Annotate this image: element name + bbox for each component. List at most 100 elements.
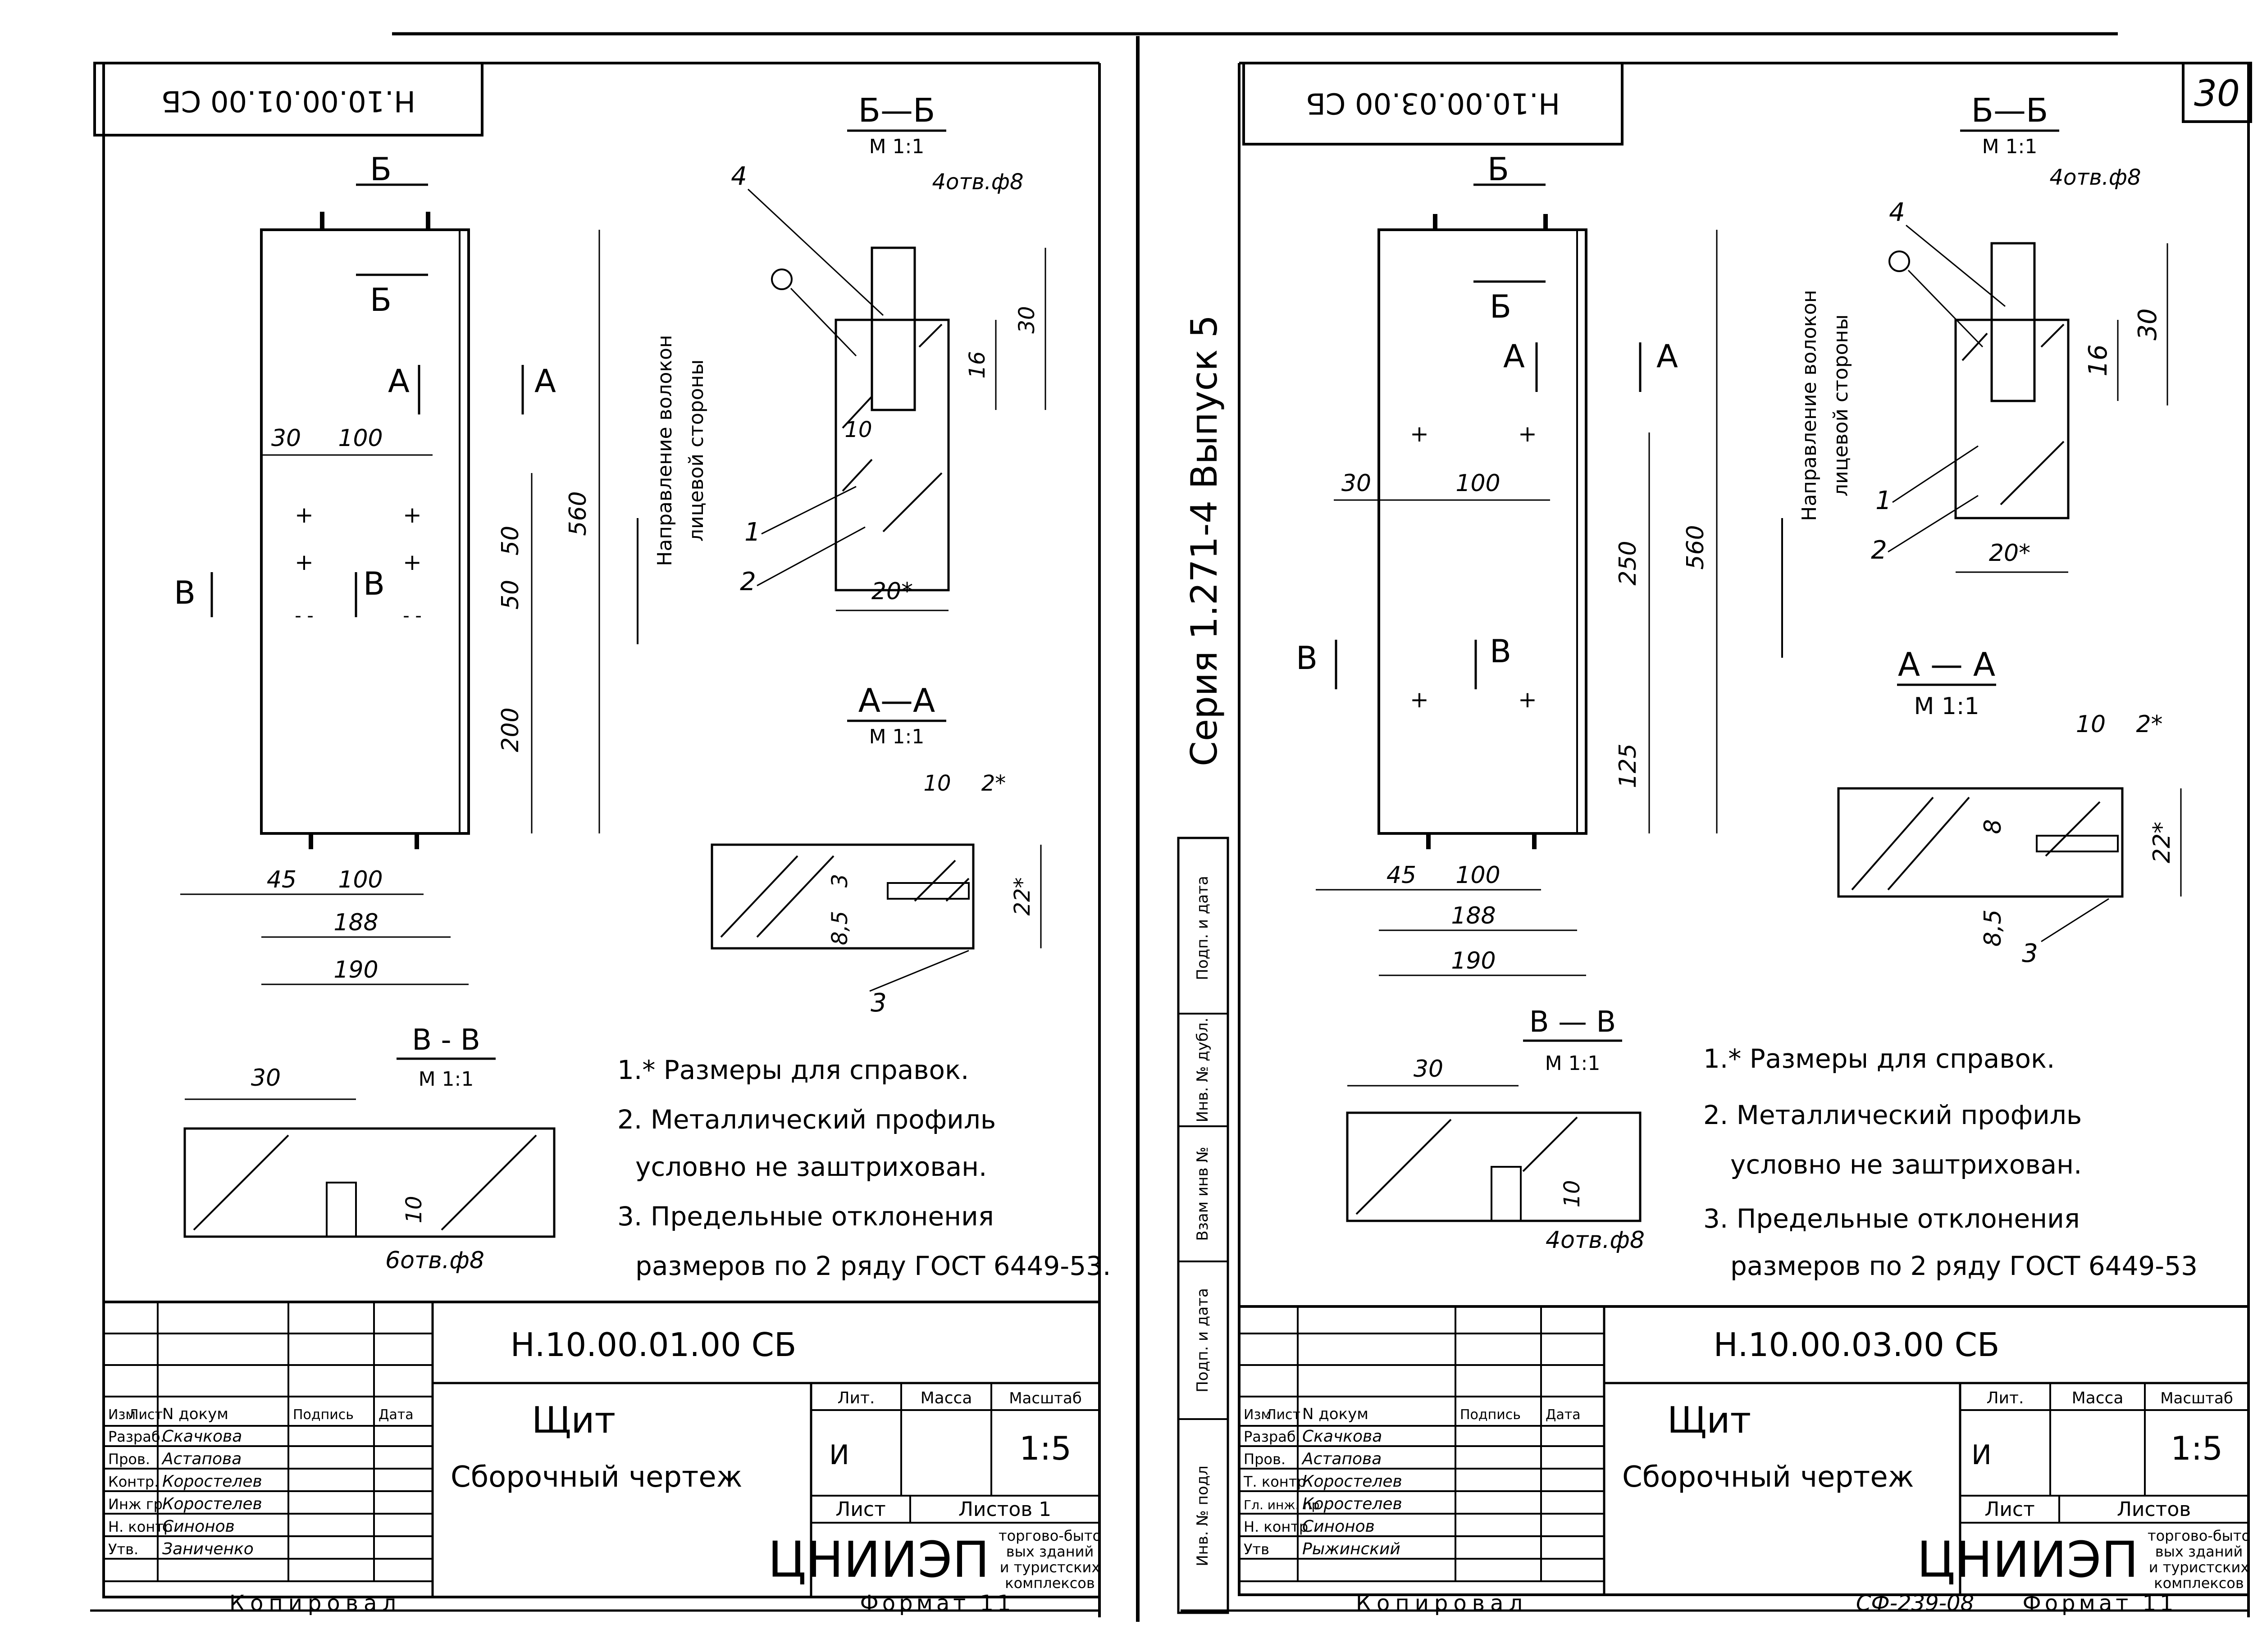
hatch xyxy=(2040,323,2065,348)
note-line: 3. Предельные отклонения xyxy=(617,1201,994,1232)
dim-label: 8,5 xyxy=(827,911,853,945)
tb-role: Н. контр xyxy=(108,1518,173,1535)
hatch xyxy=(756,855,835,938)
tb-header: Лит. xyxy=(1987,1389,2024,1407)
tb-header: Масштаб xyxy=(2160,1389,2233,1407)
note-line: условно не заштрихован. xyxy=(635,1151,987,1182)
series-caption: Серия 1.271-4 Выпуск 5 xyxy=(1183,315,1225,766)
hatch xyxy=(918,323,943,348)
cut-label-v: В xyxy=(174,574,196,611)
tb-col-header: Дата xyxy=(379,1407,414,1423)
dim-label: 100 xyxy=(1455,862,1500,889)
note-line: 2. Металлический профиль xyxy=(617,1104,996,1135)
copied-label: Копировал xyxy=(1356,1591,1528,1616)
note-line: 1.* Размеры для справок. xyxy=(617,1055,969,1085)
tb-sheet: Лист xyxy=(835,1498,886,1521)
dim-label: 8 xyxy=(1979,819,2007,834)
margin-label: Подп. и дата xyxy=(1194,1288,1212,1393)
margin-label: Инв. № подл xyxy=(1194,1465,1212,1566)
hole-mark: + xyxy=(1410,421,1429,447)
dim-label: 30 xyxy=(251,1065,281,1092)
dim-label: 10 xyxy=(1560,1180,1585,1207)
tb-org-line: и туристских xyxy=(2149,1559,2249,1576)
tb-org-line: комплексов xyxy=(1005,1575,1095,1592)
hole-mark: - - xyxy=(295,605,314,626)
dim-label: 100 xyxy=(338,425,383,452)
page-number: 30 xyxy=(2194,73,2240,114)
tb-role: Т. контр xyxy=(1243,1473,1306,1490)
cut-label-b: Б xyxy=(370,282,392,319)
dowel-section xyxy=(1990,242,2036,402)
dim-label: 100 xyxy=(338,866,383,893)
tb-name: Коростелев xyxy=(162,1472,262,1491)
rotated-code: Н.10.00.01.00 СБ xyxy=(161,84,415,117)
tb-name: Рыжинский xyxy=(1302,1540,1400,1558)
leader-line xyxy=(747,188,884,316)
cut-label-a: А xyxy=(534,363,556,400)
fiber-note: Направление волокон xyxy=(1798,290,1821,521)
leader-label: 2 xyxy=(740,567,756,596)
panel-outline xyxy=(1377,228,1587,835)
tb-col-header: Лист xyxy=(128,1407,163,1423)
tb-col-header: Дата xyxy=(1546,1407,1581,1423)
dim-label: 30 xyxy=(2133,308,2162,340)
rotated-code: Н.10.00.03.00 СБ xyxy=(1306,86,1560,119)
dim-label: 45 xyxy=(1386,862,1416,889)
panel-outline xyxy=(260,228,470,835)
stamp-label: СФ-239-08 xyxy=(1856,1591,1974,1616)
hatch xyxy=(1355,1119,1452,1215)
tb-header: Масса xyxy=(2072,1389,2124,1407)
tb-subtitle: Сборочный чертеж xyxy=(451,1461,742,1494)
hole-mark: + xyxy=(403,549,422,575)
tb-name: Коростелев xyxy=(1302,1495,1402,1513)
hatch xyxy=(441,1134,537,1231)
section-body xyxy=(835,319,950,592)
dim-label: 16 xyxy=(2084,344,2113,376)
hole xyxy=(326,1182,357,1238)
hatch xyxy=(2045,801,2101,857)
tb-role: Пров. xyxy=(1244,1451,1286,1468)
lock-symbol xyxy=(771,269,793,290)
tb-org-line: торгово-быто xyxy=(2148,1527,2250,1544)
dim-label: 10 xyxy=(844,417,872,442)
margin-label: Подп. и дата xyxy=(1194,876,1212,980)
dim-label: 22* xyxy=(2148,822,2175,863)
tb-col-header: Изм xyxy=(1244,1407,1271,1423)
tb-role: Утв. xyxy=(108,1541,138,1558)
hole-mark: + xyxy=(295,502,314,528)
tb-name: Заниченко xyxy=(162,1540,254,1558)
cut-label-v: В xyxy=(1296,640,1318,677)
title-block: Изм Лист N докум Подпись Дата Разраб. Пр… xyxy=(1238,1305,2250,1596)
tb-header: Лит. xyxy=(838,1389,875,1407)
hole-callout: 4отв.ф8 xyxy=(1546,1227,1645,1254)
tb-name: Скачкова xyxy=(162,1427,242,1446)
dim-label: 8,5 xyxy=(1979,910,2007,947)
tb-name: Скачкова xyxy=(1302,1427,1382,1446)
tb-header: Масса xyxy=(921,1389,972,1407)
tb-name: Синонов xyxy=(162,1517,235,1536)
groove xyxy=(2036,835,2119,852)
groove xyxy=(887,882,970,900)
cut-label-a: А xyxy=(1656,338,1678,375)
leader-line xyxy=(761,486,857,535)
section-title: В — В xyxy=(1529,1006,1616,1039)
hatch xyxy=(945,878,970,902)
hatch xyxy=(882,472,943,532)
tb-lit-value: И xyxy=(1971,1439,1992,1471)
note-line: условно не заштрихован. xyxy=(1730,1149,2082,1180)
tb-role: Инж гр xyxy=(108,1496,163,1513)
tb-role: Утв xyxy=(1244,1541,1269,1558)
section-title: А—А xyxy=(858,682,935,719)
hole xyxy=(1491,1166,1522,1222)
note-line: размеров по 2 ряду ГОСТ 6449-53. xyxy=(635,1251,1111,1281)
tb-org-short: ЦНИИЭП xyxy=(768,1531,990,1588)
hole-mark: + xyxy=(1518,687,1537,713)
margin-label: Взам инв № xyxy=(1194,1147,1212,1241)
tb-code: Н.10.00.01.00 СБ xyxy=(511,1326,797,1364)
cut-label-b: Б xyxy=(1490,288,1511,325)
tb-col-header: Изм xyxy=(108,1407,136,1423)
leader-line xyxy=(2041,898,2109,942)
dim-label: 45 xyxy=(267,866,296,893)
tb-col-header: N докум xyxy=(162,1405,228,1423)
